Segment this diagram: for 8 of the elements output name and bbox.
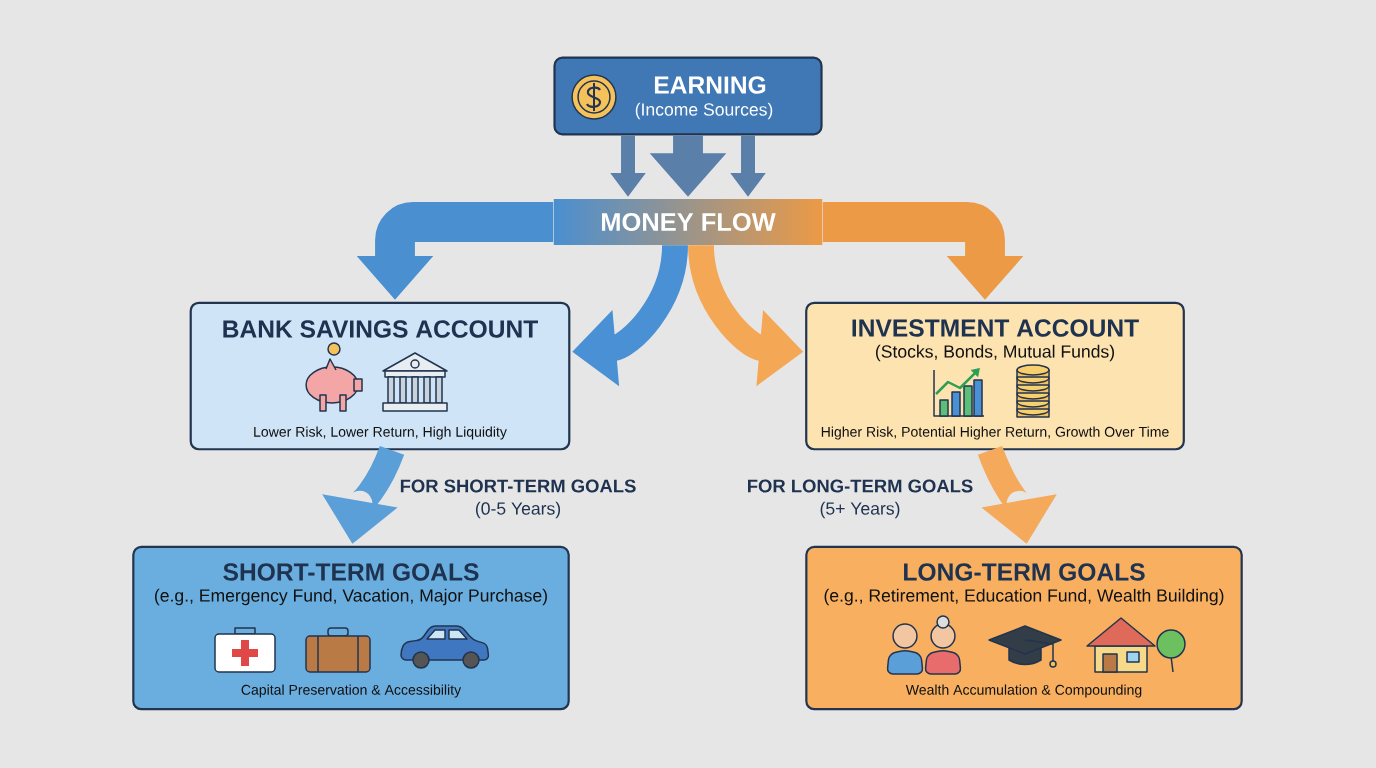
account-box: INVESTMENT ACCOUNT (Stocks, Bonds, Mutual Funds) Higher Risk, Potential Higher Return, Growth Over Time bbox=[805, 301, 1185, 451]
header-box: EARNING (Income Sources) bbox=[553, 56, 823, 136]
goal-horizon-label: (0-5 Years) bbox=[476, 501, 561, 519]
goal-horizon-label: (5+ Years) bbox=[820, 501, 900, 519]
goal-horizon-label: FOR SHORT-TERM GOALS bbox=[400, 479, 636, 493]
goal-horizon-label: FOR LONG-TERM GOALS bbox=[748, 479, 973, 493]
account-box: BANK SAVINGS ACCOUNT Lower Risk, Lower Return, High Liquidity bbox=[189, 301, 571, 451]
flow-label: MONEY FLOW bbox=[601, 213, 776, 231]
